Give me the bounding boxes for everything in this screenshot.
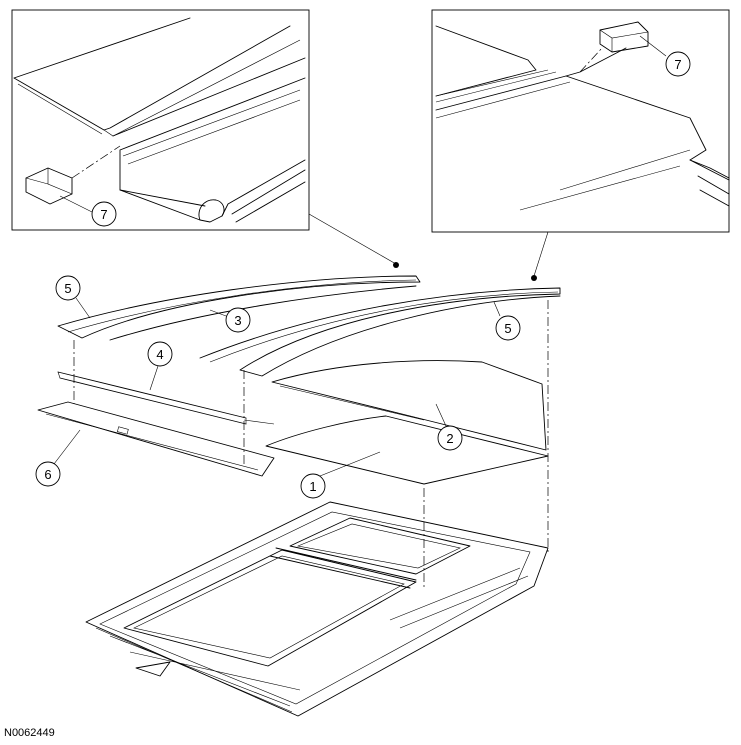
roof-frame: [85, 501, 549, 717]
exploded-parts: [37, 275, 561, 590]
callout-3: 3: [234, 313, 241, 328]
callouts: 1 2 3 4 5 5 6 7 7: [35, 35, 691, 499]
callout-5-right: 5: [504, 321, 511, 336]
connector-marker-left: [393, 262, 399, 268]
callout-5-left: 5: [64, 281, 71, 296]
inset-right-leader: [533, 231, 549, 277]
figure-id-label: N0062449: [4, 727, 55, 739]
connector-marker-right: [531, 275, 537, 281]
detail-inset-right: [431, 9, 730, 233]
callout-4: 4: [156, 347, 163, 362]
callout-7-right-inset: 7: [674, 57, 681, 72]
callout-2: 2: [446, 431, 453, 446]
callout-1: 1: [309, 479, 316, 494]
callout-7-left-inset: 7: [100, 207, 107, 222]
detail-inset-left: [11, 9, 310, 231]
inset-left-leader: [308, 213, 397, 265]
callout-6: 6: [44, 467, 51, 482]
